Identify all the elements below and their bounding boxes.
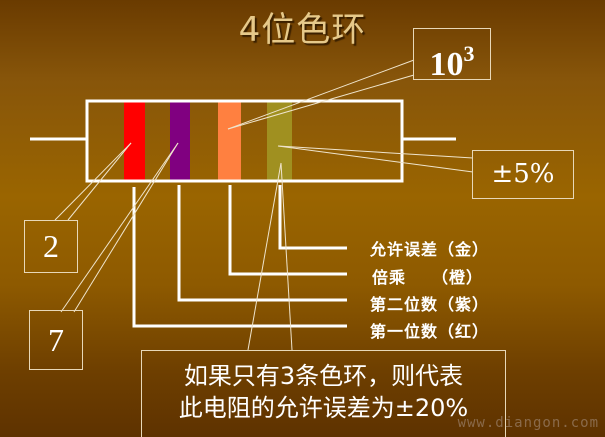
watermark: www.diangon.com — [457, 415, 599, 431]
leader-gold — [278, 185, 347, 250]
leader-red — [132, 187, 347, 328]
page-title: 4位色环 — [238, 10, 367, 50]
legend-first-digit: 第一位数（红） — [370, 322, 490, 341]
note-box: 如果只有3条色环，则代表 此电阻的允许误差为±20% — [141, 350, 506, 437]
callout-digit-1: 2 — [24, 220, 78, 273]
band-purple — [170, 100, 190, 181]
digit-1-value: 2 — [43, 228, 59, 264]
band-red — [124, 100, 145, 181]
callout-digit-2: 7 — [29, 310, 83, 370]
legend-multiplier: 倍乘 （橙） — [372, 268, 484, 287]
leader-orange — [228, 185, 347, 276]
callout-tolerance: ±5% — [472, 150, 574, 199]
digit-2-value: 7 — [48, 322, 64, 358]
multiplier-base: 10 — [429, 46, 464, 83]
callout-multiplier: 103 — [413, 28, 491, 83]
tolerance-value: ±5% — [491, 159, 555, 189]
resistor-body — [85, 99, 404, 183]
multiplier-exponent: 3 — [463, 41, 475, 66]
legend-second-digit: 第二位数（紫） — [370, 295, 490, 314]
leader-purple — [177, 185, 347, 302]
note-line-1: 如果只有3条色环，则代表 — [183, 362, 464, 390]
band-orange — [218, 100, 241, 181]
legend-tolerance: 允许误差（金） — [370, 240, 490, 259]
note-line-2: 此电阻的允许误差为±20% — [178, 394, 469, 422]
